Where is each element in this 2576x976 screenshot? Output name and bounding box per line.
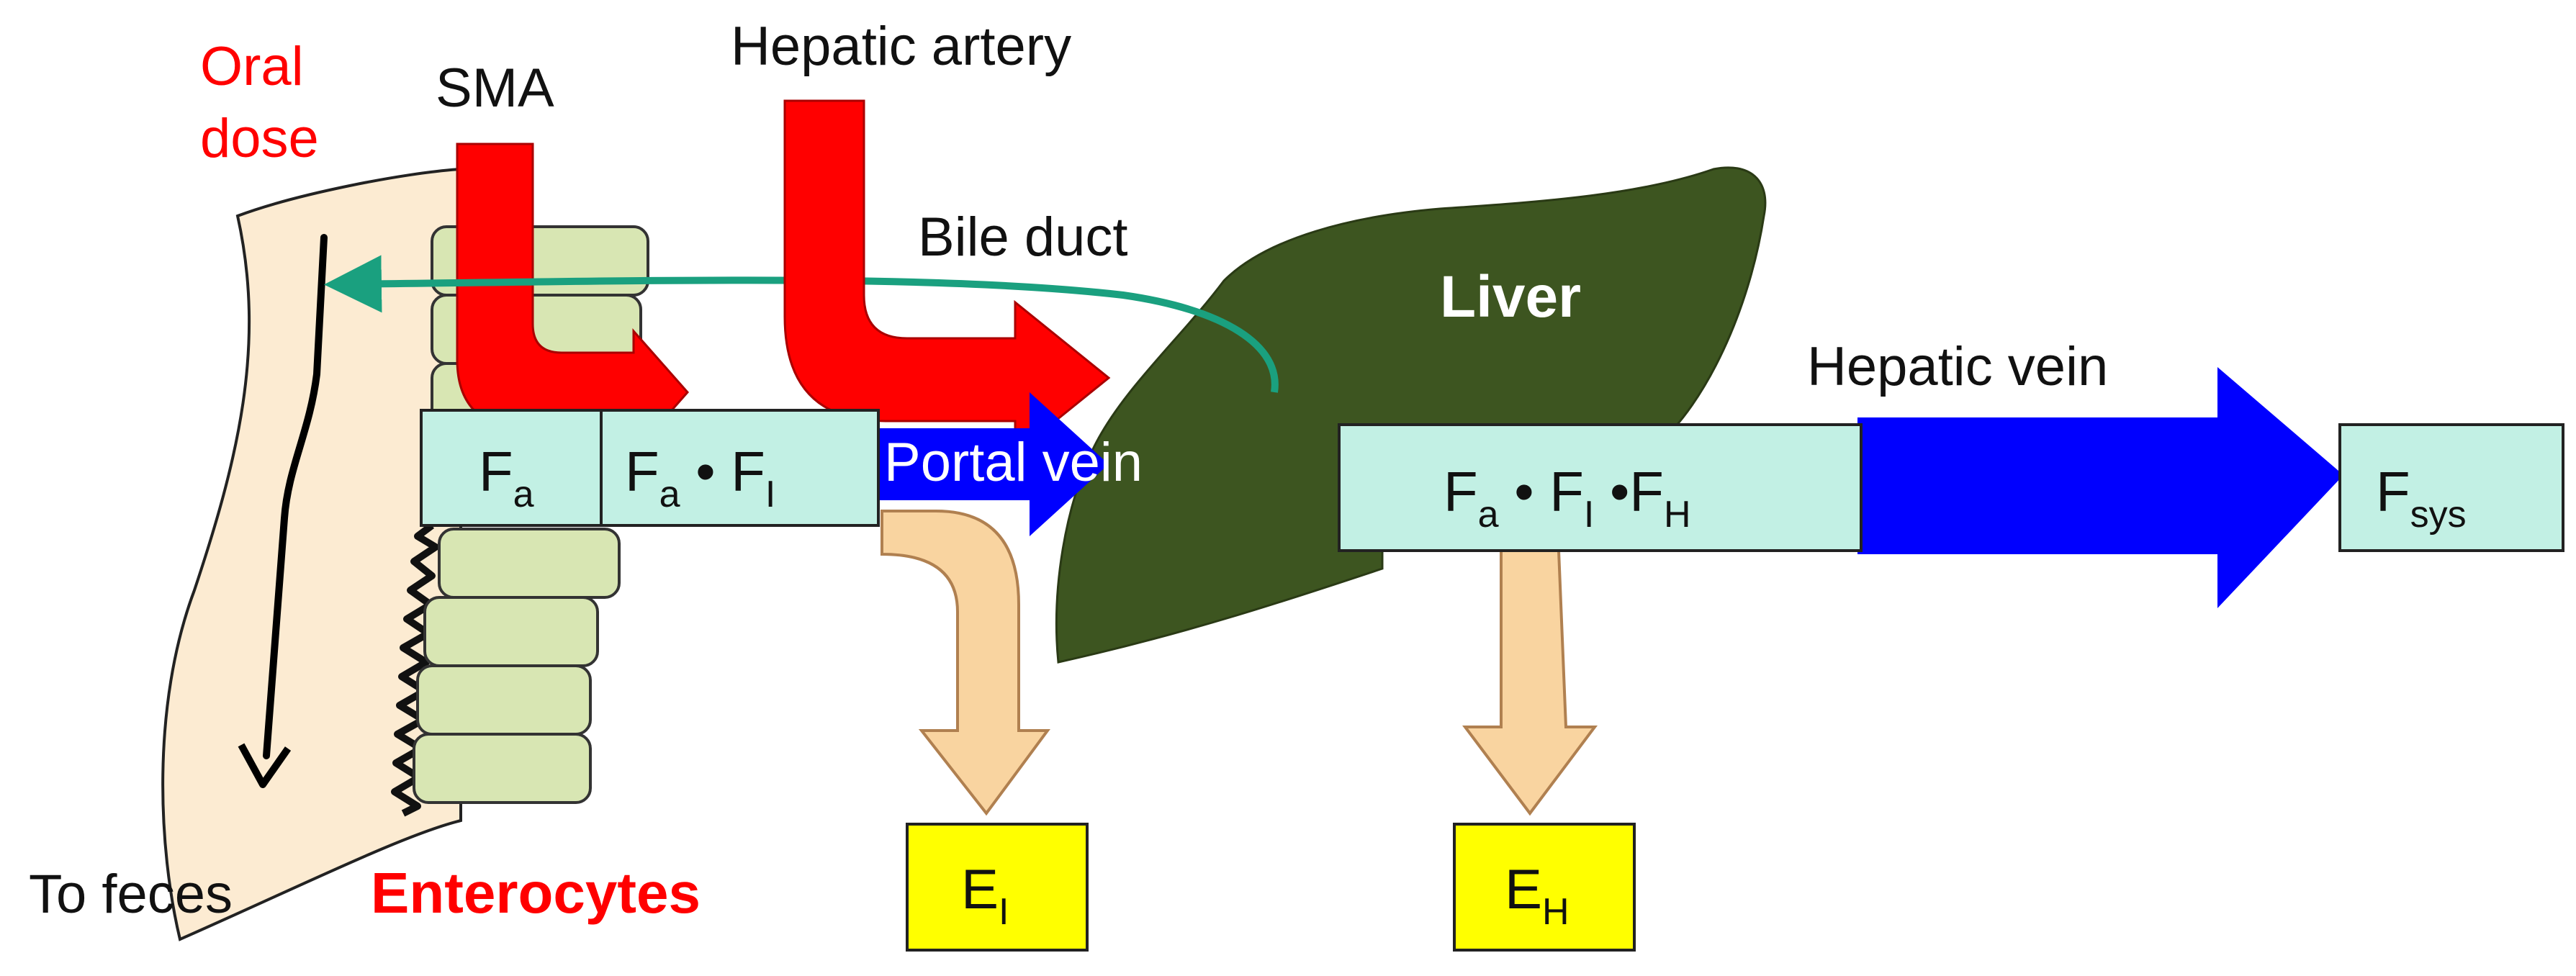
extraction-arrow-icon xyxy=(1462,549,1598,816)
to-feces-label: To feces xyxy=(29,864,233,925)
liver-label: Liver xyxy=(1440,264,1581,330)
eh-box xyxy=(1453,823,1636,952)
enterocytes-label: Enterocytes xyxy=(371,861,701,925)
fa-fi-box xyxy=(600,409,880,527)
liver-shape xyxy=(1055,166,1767,664)
enterocyte-cell xyxy=(423,596,599,667)
ei-label: EI xyxy=(961,857,1009,933)
intestine-lumen xyxy=(161,167,462,941)
bile-duct-label: Bile duct xyxy=(918,207,1128,268)
enterocyte-cell xyxy=(416,664,592,736)
portal-vein-arrow xyxy=(864,392,1109,536)
fa-fi-fh-box xyxy=(1338,423,1863,552)
fa-fi-label: Fa • FI xyxy=(625,440,775,515)
fsys-box xyxy=(2338,423,2564,552)
enterocyte-cell xyxy=(413,733,592,804)
eh-label: EH xyxy=(1505,857,1570,933)
oral-dose-label: Oral xyxy=(200,36,304,97)
hepatic-artery-arrow xyxy=(783,99,1111,456)
down-arrow-head xyxy=(238,743,292,788)
hepatic-vein-label: Hepatic vein xyxy=(1807,336,2108,397)
down-arrow-icon xyxy=(263,234,328,759)
fa-box xyxy=(420,409,603,527)
hepatic-artery-label: Hepatic artery xyxy=(731,16,1071,77)
fsys-label: Fsys xyxy=(2376,460,2467,536)
hepatic-vein-arrow xyxy=(1857,367,2343,608)
extraction-arrow-icon xyxy=(881,510,1050,816)
fa-label: Fa xyxy=(479,440,534,515)
portal-vein-label: Portal vein xyxy=(884,432,1143,493)
oral-dose-label-line2: dose xyxy=(200,108,319,169)
bile-arrow-icon xyxy=(324,255,1279,393)
fa-fi-fh-label: Fa • FI •FH xyxy=(1444,460,1691,536)
sma-label: SMA xyxy=(436,58,554,119)
brush-border xyxy=(391,523,439,817)
enterocyte-cell xyxy=(438,528,621,599)
ei-box xyxy=(906,823,1089,952)
